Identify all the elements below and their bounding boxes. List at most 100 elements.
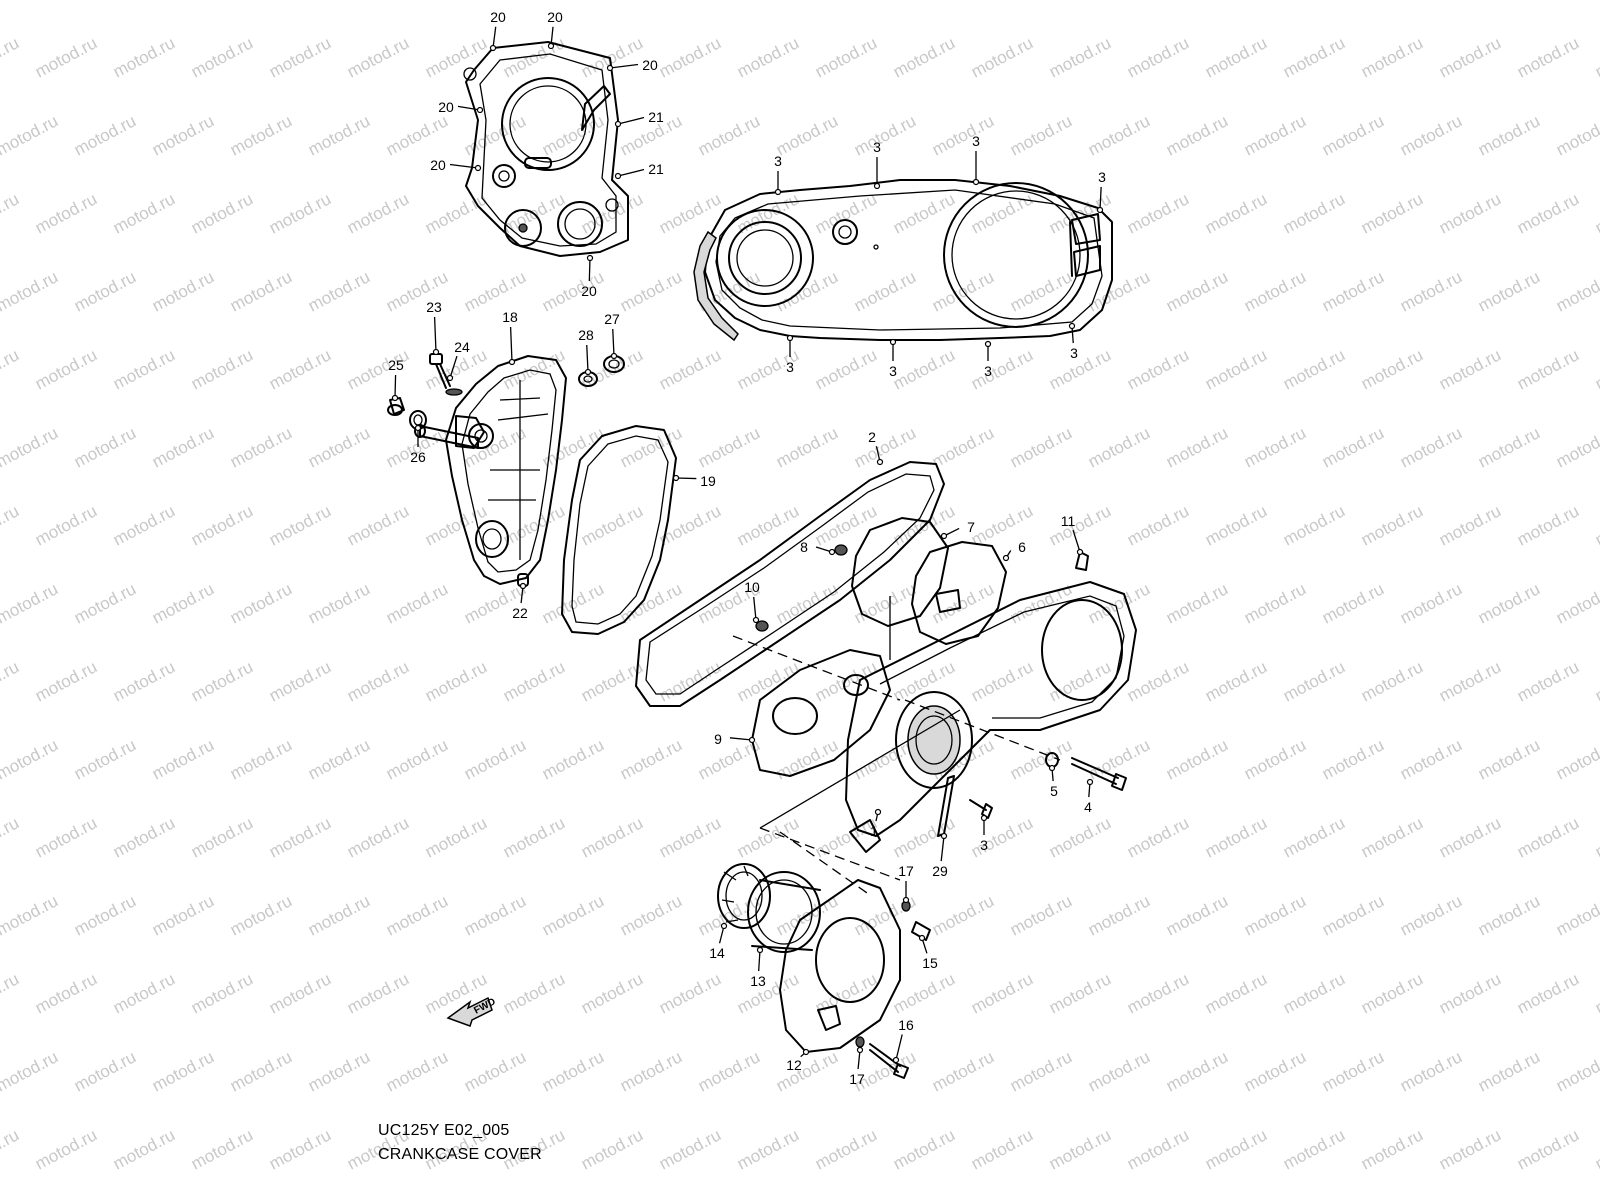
watermark-text: motod.ru: [266, 1125, 334, 1173]
watermark-text: motod.ru: [344, 189, 412, 237]
watermark-text: motod.ru: [461, 267, 529, 315]
callout-leader-11: [1072, 529, 1081, 553]
watermark-text: motod.ru: [110, 33, 178, 81]
watermark-text: motod.ru: [1046, 501, 1114, 549]
watermark-text: motod.ru: [812, 1125, 880, 1173]
callout-anchor-26: [414, 424, 422, 432]
watermark-text: motod.ru: [188, 189, 256, 237]
crankcase-cover-right-top: [463, 41, 629, 257]
watermark-text: motod.ru: [1592, 501, 1600, 549]
callout-label-20: 20: [438, 99, 454, 115]
watermark-text: motod.ru: [0, 1047, 61, 1095]
watermark-text: motod.ru: [32, 33, 100, 81]
watermark-text: motod.ru: [1358, 33, 1426, 81]
watermark-text: motod.ru: [227, 1047, 295, 1095]
callout-anchor-19: [672, 474, 680, 482]
watermark-text: motod.ru: [1319, 267, 1387, 315]
watermark-text: motod.ru: [32, 501, 100, 549]
callout-anchor-3: [1068, 322, 1076, 330]
watermark-text: motod.ru: [227, 0, 295, 4]
callout-leader-17: [857, 1049, 861, 1070]
watermark-text: motod.ru: [968, 1125, 1036, 1173]
watermark-text: motod.ru: [1163, 267, 1231, 315]
intake-ring-13-14: [717, 863, 821, 953]
callout-anchor-10: [752, 616, 760, 624]
watermark-text: motod.ru: [1124, 33, 1192, 81]
watermark-text: motod.ru: [1319, 1047, 1387, 1095]
callout-label-3: 3: [774, 153, 782, 169]
intake-cover-12: [779, 879, 901, 1053]
watermark-text: motod.ru: [1514, 345, 1582, 393]
watermark-text: motod.ru: [1163, 891, 1231, 939]
callout-anchor-3: [984, 340, 992, 348]
watermark-text: motod.ru: [1553, 1047, 1600, 1095]
watermark-text: motod.ru: [617, 579, 685, 627]
watermark-text: motod.ru: [266, 501, 334, 549]
watermark-text: motod.ru: [1475, 891, 1543, 939]
callout-anchor-1: [874, 808, 882, 816]
watermark-text: motod.ru: [344, 33, 412, 81]
watermark-text: motod.ru: [383, 891, 451, 939]
callout-label-17: 17: [849, 1071, 865, 1087]
watermark-text: motod.ru: [1280, 813, 1348, 861]
watermark-text: motod.ru: [0, 111, 61, 159]
watermark-text: motod.ru: [1280, 969, 1348, 1017]
watermark-text: motod.ru: [383, 1047, 451, 1095]
watermark-text: motod.ru: [149, 267, 217, 315]
watermark-text: motod.ru: [968, 33, 1036, 81]
watermark-text: motod.ru: [1319, 735, 1387, 783]
callout-anchor-21: [614, 172, 622, 180]
callout-leader-25: [394, 374, 397, 399]
watermark-text: motod.ru: [1124, 189, 1192, 237]
watermark-text: motod.ru: [1163, 735, 1231, 783]
watermark-text: motod.ru: [461, 111, 529, 159]
watermark-text: motod.ru: [695, 423, 763, 471]
watermark-text: motod.ru: [0, 189, 22, 237]
watermark-text: motod.ru: [422, 657, 490, 705]
callout-label-17: 17: [898, 863, 914, 879]
watermark-text: motod.ru: [1007, 735, 1075, 783]
callout-anchor-4: [1086, 778, 1094, 786]
watermark-text: motod.ru: [1085, 0, 1153, 4]
watermark-text: motod.ru: [1280, 33, 1348, 81]
callout-label-9: 9: [714, 731, 722, 747]
watermark-text: motod.ru: [422, 33, 490, 81]
callout-leader-27: [612, 328, 615, 357]
watermark-text: motod.ru: [656, 1125, 724, 1173]
watermark-text: motod.ru: [1280, 345, 1348, 393]
watermark-text: motod.ru: [851, 111, 919, 159]
watermark-text: motod.ru: [1280, 501, 1348, 549]
watermark-text: motod.ru: [1202, 813, 1270, 861]
watermark-text: motod.ru: [1280, 1125, 1348, 1173]
watermark-text: motod.ru: [1085, 1047, 1153, 1095]
watermark-text: motod.ru: [1553, 0, 1600, 4]
watermark-text: motod.ru: [1397, 579, 1465, 627]
callout-anchor-20: [474, 164, 482, 172]
watermark-text: motod.ru: [1202, 189, 1270, 237]
watermark-text: motod.ru: [695, 1047, 763, 1095]
watermark-text: motod.ru: [578, 501, 646, 549]
belt-case-outer-1: [845, 581, 1137, 853]
watermark-text: motod.ru: [500, 813, 568, 861]
watermark-text: motod.ru: [0, 267, 61, 315]
watermark-text: motod.ru: [1202, 501, 1270, 549]
watermark-text: motod.ru: [227, 579, 295, 627]
watermark-text: motod.ru: [227, 267, 295, 315]
watermark-text: motod.ru: [890, 1125, 958, 1173]
callout-label-21: 21: [648, 109, 664, 125]
callout-label-7: 7: [967, 519, 975, 535]
watermark-text: motod.ru: [71, 0, 139, 4]
callout-label-19: 19: [700, 473, 716, 489]
watermark-text: motod.ru: [695, 0, 763, 4]
watermark-text: motod.ru: [71, 267, 139, 315]
watermark-text: motod.ru: [539, 267, 607, 315]
watermark-text: motod.ru: [1202, 657, 1270, 705]
watermark-text: motod.ru: [1436, 345, 1504, 393]
watermark-text: motod.ru: [500, 657, 568, 705]
watermark-text: motod.ru: [1397, 267, 1465, 315]
watermark-text: motod.ru: [929, 579, 997, 627]
watermark-text: motod.ru: [1241, 1047, 1309, 1095]
watermark-text: motod.ru: [1007, 111, 1075, 159]
